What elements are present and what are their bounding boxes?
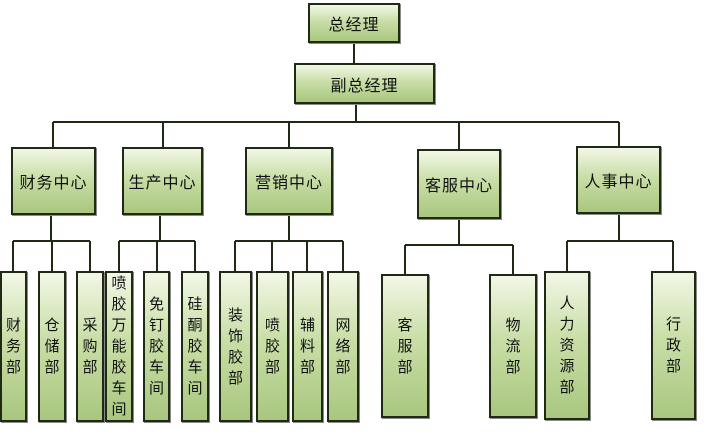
node-label: 硅酮胶车间 <box>187 295 203 397</box>
node-label: 喷胶部 <box>265 316 281 376</box>
node-dept-logistics: 物流部 <box>489 274 537 418</box>
node-hr-center: 人事中心 <box>576 146 661 214</box>
node-label: 采购部 <box>82 316 98 376</box>
node-deputy-general-manager: 副总经理 <box>294 63 435 104</box>
node-dept-purchasing: 采购部 <box>76 271 104 422</box>
node-label: 生产中心 <box>128 173 197 192</box>
node-dept-finance: 财务部 <box>0 271 27 422</box>
node-label: 总经理 <box>328 15 380 34</box>
node-dept-spray-adhesive: 喷胶部 <box>256 271 289 422</box>
node-label: 财务部 <box>6 316 22 376</box>
node-dept-nail-free-workshop: 免钉胶车间 <box>143 271 170 422</box>
node-dept-customer-service: 客服部 <box>381 274 429 418</box>
node-label: 副总经理 <box>330 75 399 95</box>
node-marketing-center: 营销中心 <box>245 147 333 215</box>
node-label: 辅料部 <box>300 316 316 376</box>
node-label: 财务中心 <box>19 173 88 192</box>
node-label: 喷胶万能胶车间 <box>111 274 127 418</box>
node-dept-spray-adhesive-workshop: 喷胶万能胶车间 <box>105 271 133 422</box>
node-label: 免钉胶车间 <box>149 295 165 397</box>
node-dept-decoration-adhesive: 装饰胶部 <box>219 271 252 422</box>
node-dept-human-resources: 人力资源部 <box>544 271 590 420</box>
node-dept-silicone-workshop: 硅酮胶车间 <box>181 271 209 422</box>
node-label: 客服中心 <box>424 176 493 195</box>
node-production-center: 生产中心 <box>122 147 203 215</box>
node-label: 仓储部 <box>44 316 60 376</box>
node-service-center: 客服中心 <box>417 149 501 219</box>
node-dept-administration: 行政部 <box>651 271 696 420</box>
node-label: 装饰胶部 <box>228 305 244 387</box>
node-label: 网络部 <box>335 316 351 376</box>
node-label: 人力资源部 <box>559 294 575 396</box>
node-label: 客服部 <box>397 315 413 376</box>
node-dept-auxiliary-materials: 辅料部 <box>292 271 323 422</box>
node-label: 人事中心 <box>584 172 653 191</box>
node-dept-network: 网络部 <box>327 271 359 422</box>
node-label: 物流部 <box>505 315 521 376</box>
node-finance-center: 财务中心 <box>11 147 96 215</box>
node-label: 营销中心 <box>254 173 323 192</box>
node-general-manager: 总经理 <box>308 3 400 43</box>
node-label: 行政部 <box>666 315 682 375</box>
node-dept-warehouse: 仓储部 <box>38 271 66 422</box>
